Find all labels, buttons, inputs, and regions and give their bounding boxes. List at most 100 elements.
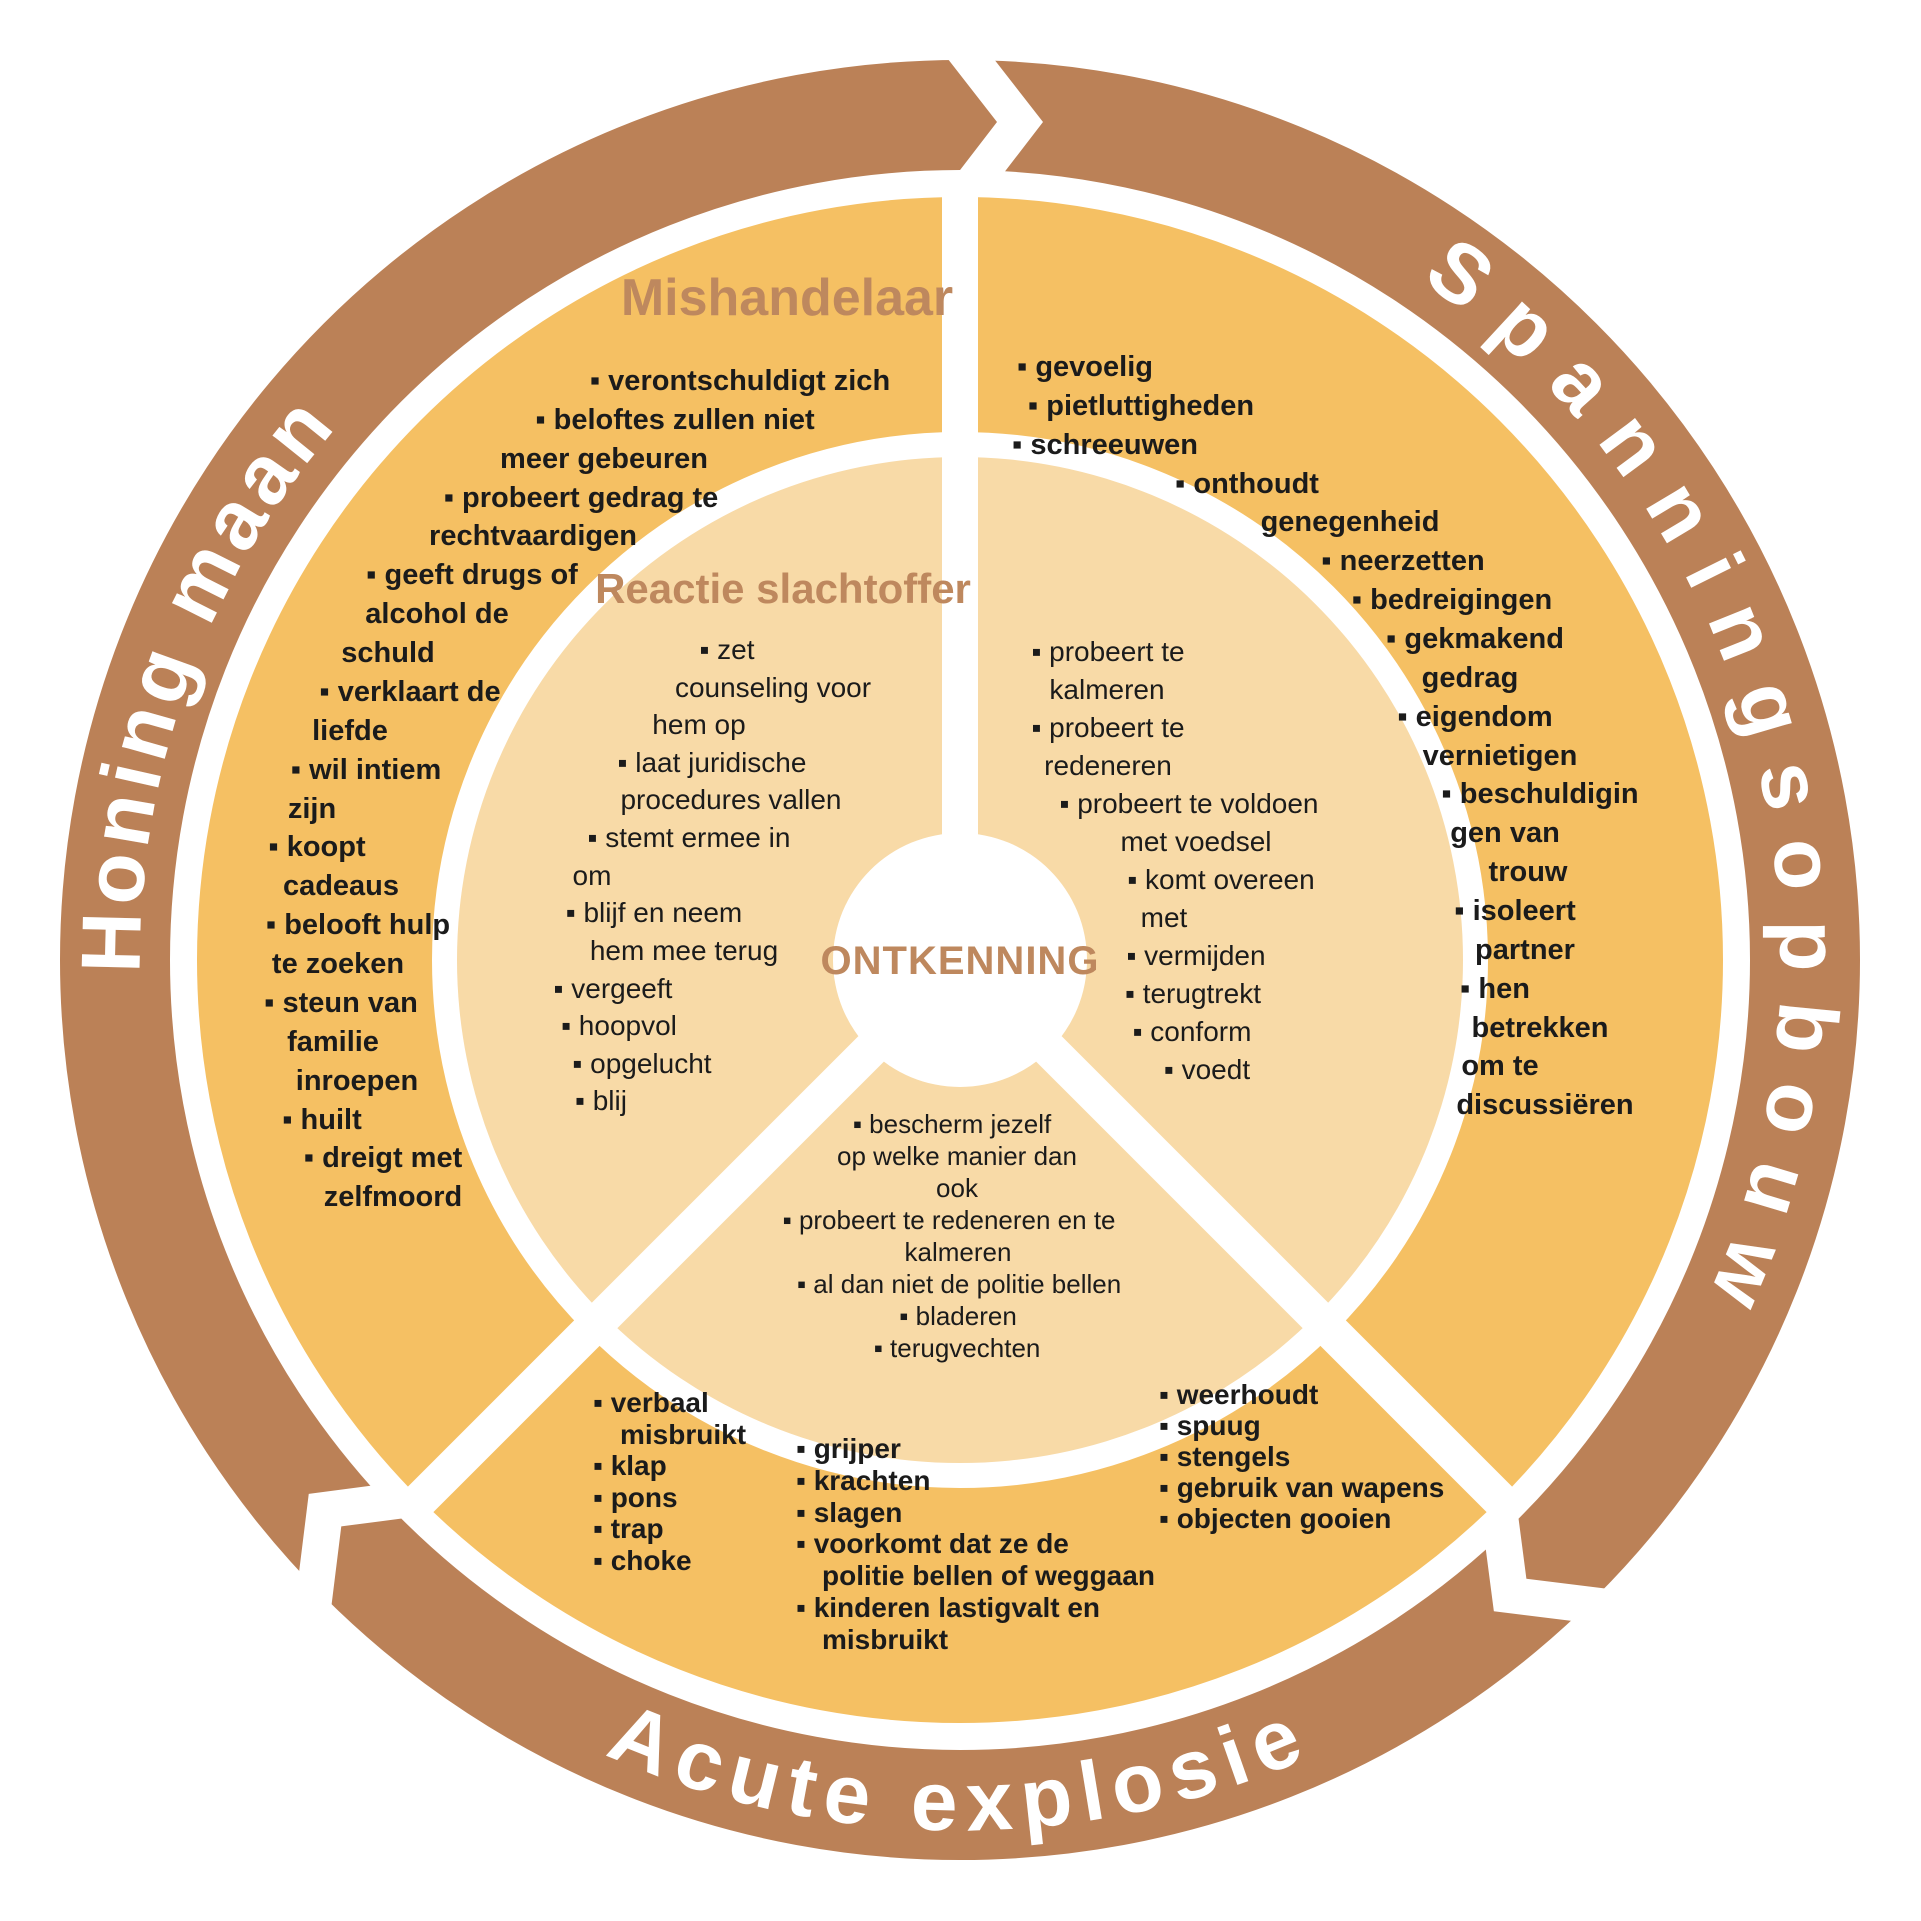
victim-explosion-line: ▪ bescherm jezelf bbox=[853, 1109, 1052, 1139]
abuser-honeymoon-line: ▪ steun van bbox=[264, 987, 418, 1019]
abuser-explosion-line: ▪ kinderen lastigvalt en bbox=[796, 1592, 1100, 1623]
abuser-explosion-line: ▪ weerhoudt bbox=[1159, 1379, 1318, 1410]
abuser-explosion-line: ▪ choke bbox=[593, 1545, 692, 1576]
abuser-tension-line: gen van bbox=[1450, 817, 1560, 849]
abuser-explosion-line: ▪ klap bbox=[593, 1450, 667, 1481]
victim-explosion-line: ▪ al dan niet de politie bellen bbox=[797, 1269, 1121, 1299]
abuser-tension-line: ▪ gekmakend bbox=[1386, 623, 1564, 655]
abuser-tension-line: ▪ schreeuwen bbox=[1012, 429, 1198, 461]
abuser-explosion-line: ▪ grijper bbox=[796, 1433, 901, 1464]
victim-tension-line: redeneren bbox=[1044, 750, 1172, 781]
abuser-honeymoon-line: ▪ verklaart de bbox=[319, 676, 500, 708]
abuser-tension-line: ▪ beschuldigin bbox=[1441, 778, 1638, 810]
flow-arrow-gaps bbox=[296, 45, 1624, 1624]
abuser-explosion-line: ▪ spuug bbox=[1159, 1410, 1261, 1441]
center-circle bbox=[833, 833, 1087, 1087]
abuser-explosion-line: ▪ gebruik van wapens bbox=[1159, 1472, 1444, 1503]
victim-honeymoon-line: counseling voor bbox=[675, 672, 871, 703]
flow-arrow-gap-bottom-left bbox=[296, 1481, 439, 1624]
flow-arrow-gap-bottom-right bbox=[1481, 1481, 1624, 1624]
victim-explosion-line: kalmeren bbox=[905, 1237, 1012, 1267]
abuser-tension-line: betrekken bbox=[1471, 1012, 1608, 1044]
abuser-honeymoon-line: ▪ belooft hulp bbox=[266, 909, 450, 941]
abuser-explosion-line: ▪ verbaal bbox=[593, 1387, 709, 1418]
abuser-honeymoon-line: liefde bbox=[312, 715, 388, 747]
middle-ring-title: Mishandelaar bbox=[621, 269, 953, 327]
abuser-tension-line: ▪ isoleert bbox=[1454, 895, 1576, 927]
abuser-explosion-line: misbruikt bbox=[822, 1624, 948, 1655]
victim-tension-line: ▪ komt overeen bbox=[1127, 864, 1314, 895]
abuser-tension-line: om te bbox=[1461, 1050, 1538, 1082]
abuser-tension-line: ▪ hen bbox=[1460, 973, 1530, 1005]
abuser-tension-line: vernietigen bbox=[1423, 740, 1578, 772]
abuser-explosion-line: ▪ slagen bbox=[796, 1497, 902, 1528]
center-label: ONTKENNING bbox=[821, 939, 1100, 983]
abuser-honeymoon-line: zijn bbox=[288, 793, 336, 825]
victim-honeymoon-line: hem mee terug bbox=[590, 935, 778, 966]
victim-tension-line: met bbox=[1141, 902, 1188, 933]
victim-honeymoon-line: ▪ vergeeft bbox=[554, 973, 673, 1004]
victim-tension-line: ▪ probeert te bbox=[1031, 712, 1184, 743]
abuser-honeymoon-line: meer gebeuren bbox=[500, 443, 708, 475]
victim-tension-line: ▪ vermijden bbox=[1126, 940, 1265, 971]
abuser-tension-line: discussiëren bbox=[1456, 1089, 1633, 1121]
flow-arrow-gap-top bbox=[937, 45, 1043, 200]
victim-honeymoon-line: ▪ opgelucht bbox=[572, 1048, 711, 1079]
victim-honeymoon-line: ▪ laat juridische bbox=[618, 747, 807, 778]
abuser-explosion-line: ▪ stengels bbox=[1159, 1441, 1290, 1472]
abuser-explosion-line: ▪ krachten bbox=[796, 1465, 930, 1496]
behavior-lists: ▪ verontschuldigt zich ▪ beloftes zullen … bbox=[264, 351, 1638, 1655]
abuser-honeymoon-line: ▪ huilt bbox=[282, 1104, 362, 1136]
victim-honeymoon-line: hem op bbox=[652, 709, 745, 740]
abuser-tension-line: ▪ neerzetten bbox=[1321, 545, 1484, 577]
abuser-honeymoon-line: ▪ beloftes zullen niet bbox=[535, 404, 815, 436]
divider-bottom-right bbox=[947, 947, 1520, 1520]
abuser-tension-line: partner bbox=[1475, 934, 1575, 966]
victim-tension-line: ▪ voedt bbox=[1164, 1054, 1250, 1085]
abuser-tension-line: ▪ onthoudt bbox=[1175, 468, 1319, 500]
victim-tension-line: ▪ conform bbox=[1133, 1016, 1252, 1047]
abuser-honeymoon-line: alcohol de bbox=[365, 598, 508, 630]
abuser-explosion-line: politie bellen of weggaan bbox=[822, 1560, 1155, 1591]
victim-tension-line: ▪ probeert te bbox=[1031, 636, 1184, 667]
victim-honeymoon-line: procedures vallen bbox=[620, 784, 841, 815]
abuser-honeymoon-line: te zoeken bbox=[272, 948, 404, 980]
abuser-tension-line: gedrag bbox=[1422, 662, 1519, 694]
victim-explosion-line: ook bbox=[936, 1173, 979, 1203]
abuser-tension-line: ▪ gevoelig bbox=[1017, 351, 1153, 383]
abuser-honeymoon-line: ▪ dreigt met bbox=[304, 1142, 463, 1174]
divider-bottom-left bbox=[400, 947, 973, 1520]
abuser-honeymoon-line: rechtvaardigen bbox=[429, 520, 637, 552]
abuser-honeymoon-line: ▪ wil intiem bbox=[291, 754, 441, 786]
abuser-tension-line: ▪ bedreigingen bbox=[1352, 584, 1552, 616]
victim-honeymoon-line: ▪ blijf en neem bbox=[566, 897, 742, 928]
abuser-explosion-line: ▪ objecten gooien bbox=[1159, 1503, 1391, 1534]
abuser-tension-line: trouw bbox=[1489, 856, 1568, 888]
victim-tension-line: met voedsel bbox=[1121, 826, 1272, 857]
abuser-honeymoon-line: schuld bbox=[341, 637, 434, 669]
abuser-honeymoon-line: ▪ probeert gedrag te bbox=[444, 482, 719, 514]
victim-tension-line: ▪ probeert te voldoen bbox=[1060, 788, 1319, 819]
victim-honeymoon-line: ▪ stemt ermee in bbox=[588, 822, 791, 853]
abuser-honeymoon-line: ▪ koopt bbox=[268, 831, 366, 863]
victim-explosion-line: ▪ bladeren bbox=[899, 1301, 1017, 1331]
sector-dividers bbox=[400, 186, 1520, 1520]
abuser-tension-line: ▪ pietluttigheden bbox=[1028, 390, 1254, 422]
victim-honeymoon-line: om bbox=[573, 860, 612, 891]
outer-ring bbox=[60, 60, 1860, 1860]
abuser-explosion-line: ▪ pons bbox=[593, 1482, 678, 1513]
abuser-tension-line: genegenheid bbox=[1261, 506, 1440, 538]
abuser-honeymoon-line: ▪ verontschuldigt zich bbox=[590, 365, 890, 397]
abuser-explosion-line: ▪ voorkomt dat ze de bbox=[796, 1528, 1069, 1559]
victim-honeymoon-line: ▪ blij bbox=[575, 1085, 627, 1116]
abuser-honeymoon-line: cadeaus bbox=[283, 870, 399, 902]
abuser-honeymoon-line: zelfmoord bbox=[324, 1181, 463, 1213]
abuser-explosion-line: ▪ trap bbox=[593, 1513, 664, 1544]
victim-honeymoon-line: ▪ hoopvol bbox=[561, 1010, 677, 1041]
victim-explosion-line: op welke manier dan bbox=[837, 1141, 1077, 1171]
victim-honeymoon-line: ▪ zet bbox=[699, 634, 754, 665]
inner-ring-title: Reactie slachtoffer bbox=[595, 565, 971, 612]
abuser-honeymoon-line: ▪ geeft drugs of bbox=[366, 559, 578, 591]
